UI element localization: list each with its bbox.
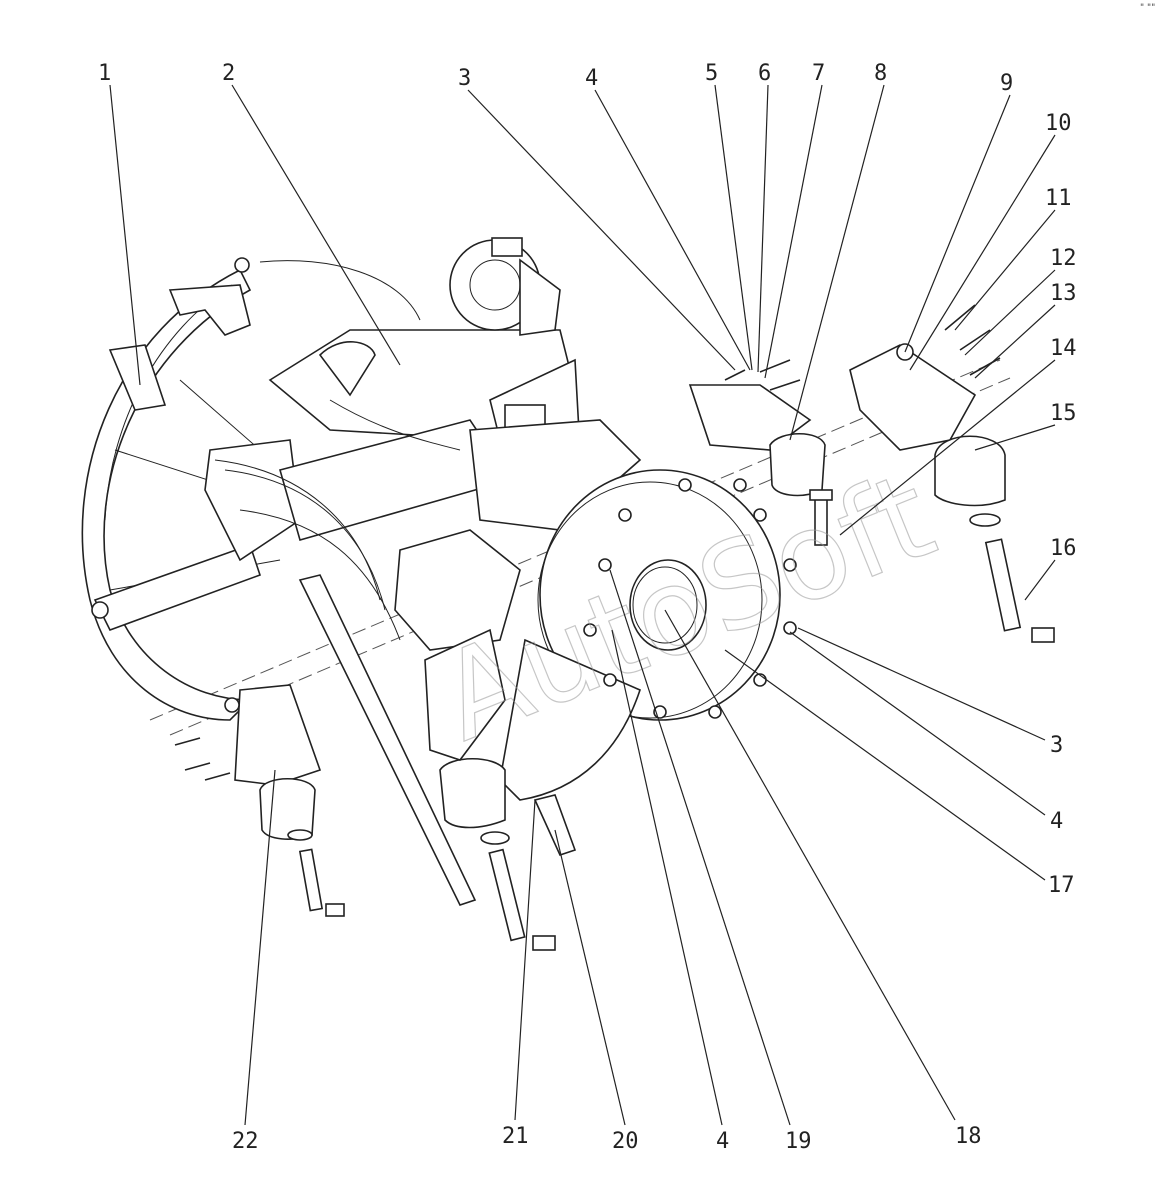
callout-21: 21: [502, 799, 536, 1149]
callout-12: 12: [964, 246, 1077, 356]
svg-text:12: 12: [1050, 246, 1077, 271]
svg-text:6: 6: [758, 61, 771, 86]
callout-10: 10: [909, 111, 1072, 371]
svg-text:22: 22: [232, 1129, 259, 1154]
callout-4-bottom: 4: [611, 629, 729, 1154]
right-front-bracket: [688, 384, 833, 546]
svg-text:5: 5: [705, 61, 718, 86]
callout-17: 17: [724, 649, 1075, 898]
left-bolt-set: [174, 697, 240, 781]
callout-4-right: 4: [789, 631, 1063, 834]
svg-text:17: 17: [1048, 873, 1075, 898]
corner-mark: " "": [1140, 3, 1155, 13]
svg-text:11: 11: [1045, 186, 1072, 211]
svg-text:18: 18: [955, 1124, 982, 1149]
svg-text:8: 8: [874, 61, 887, 86]
svg-text:3: 3: [1050, 733, 1063, 758]
svg-text:19: 19: [785, 1129, 812, 1154]
svg-text:4: 4: [716, 1129, 729, 1154]
assembly-drawing: AutoSoft: [81, 237, 1055, 951]
svg-text:1: 1: [98, 61, 111, 86]
callout-7: 7: [764, 61, 825, 379]
fuel-pipes: [214, 399, 461, 641]
svg-text:20: 20: [612, 1129, 639, 1154]
svg-text:13: 13: [1050, 281, 1077, 306]
oil-pan: [533, 794, 577, 856]
callout-2: 2: [222, 61, 401, 366]
callout-22: 22: [232, 769, 276, 1154]
callout-14: 14: [839, 336, 1077, 536]
callout-16: 16: [1024, 536, 1077, 601]
svg-text:21: 21: [502, 1124, 529, 1149]
callout-5: 5: [705, 61, 753, 371]
svg-text:16: 16: [1050, 536, 1077, 561]
right-rear-bracket: [849, 344, 1055, 643]
callout-11: 11: [954, 186, 1072, 331]
callout-8: 8: [789, 61, 887, 441]
fan-bracket-arm: [91, 257, 262, 631]
svg-text:15: 15: [1050, 401, 1077, 426]
top-bolt-cluster: [724, 359, 801, 391]
callout-1: 1: [98, 61, 141, 386]
turbocharger: [449, 237, 561, 336]
callout-3-top: 3: [458, 66, 736, 371]
svg-text:4: 4: [1050, 809, 1063, 834]
flange-bolts: [583, 478, 797, 719]
svg-text:10: 10: [1045, 111, 1072, 136]
callout-6: 6: [757, 61, 771, 373]
svg-text:3: 3: [458, 66, 471, 91]
svg-text:9: 9: [1000, 71, 1013, 96]
callout-20: 20: [554, 829, 639, 1154]
svg-text:2: 2: [222, 61, 235, 86]
svg-text:7: 7: [812, 61, 825, 86]
engine-block: [204, 329, 642, 651]
callout-13: 13: [974, 281, 1077, 379]
callout-3-right: 3: [797, 627, 1063, 758]
left-front-mount: [424, 628, 556, 951]
callout-18: 18: [664, 609, 982, 1149]
callout-layer: 1 2 3 4 5 6 7 8: [98, 61, 1077, 1154]
left-rear-bracket: [234, 684, 345, 917]
long-pipe: [298, 574, 477, 906]
callout-4-top: 4: [585, 66, 751, 371]
callout-19: 19: [609, 569, 812, 1154]
svg-text:14: 14: [1050, 336, 1077, 361]
callout-15: 15: [974, 401, 1077, 451]
svg-text:4: 4: [585, 66, 598, 91]
callout-9: 9: [904, 71, 1013, 353]
